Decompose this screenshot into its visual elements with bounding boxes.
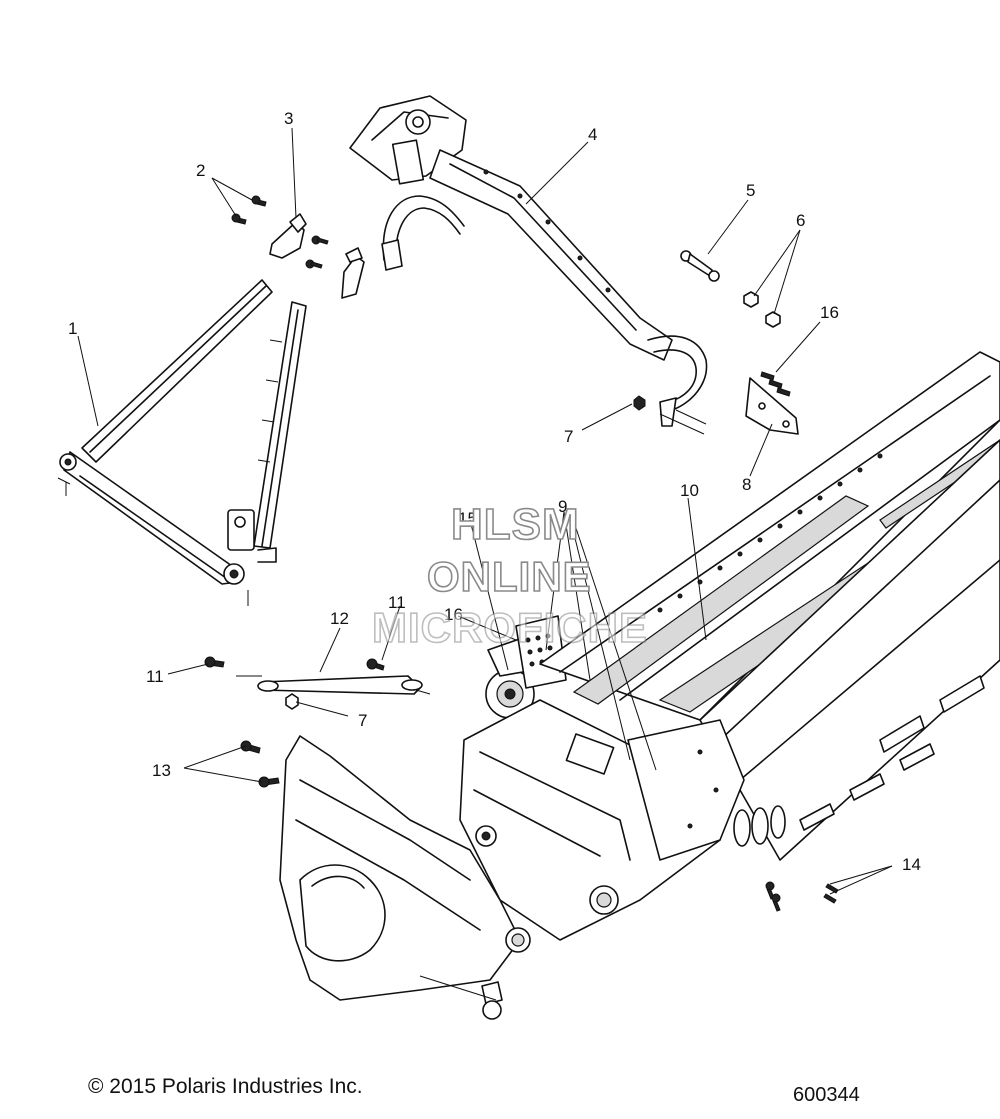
callout-4: 4 <box>588 125 597 144</box>
part-5-link <box>680 250 720 282</box>
callout-1: 1 <box>68 319 77 338</box>
leader-lines <box>77 127 893 895</box>
callout-7-upper: 7 <box>564 427 573 446</box>
diagram-number: 600344 <box>793 1084 860 1106</box>
callout-11-left: 11 <box>146 667 164 686</box>
callout-6: 6 <box>796 211 805 230</box>
callout-2: 2 <box>196 161 205 180</box>
part-16-bolts-upper <box>760 371 791 397</box>
callout-3: 3 <box>284 109 293 128</box>
callout-9: 9 <box>558 497 567 516</box>
callout-16-upper: 16 <box>820 303 839 322</box>
callouts: 1 2 3 4 5 6 7 7 8 9 10 11 11 12 13 14 15… <box>68 109 921 874</box>
callout-7-lower: 7 <box>358 711 367 730</box>
callout-8: 8 <box>742 475 751 494</box>
part-12-link-rod <box>236 675 431 695</box>
watermark-line-2: ONLINE <box>426 552 592 601</box>
watermark-line-3: MICROFICHE <box>371 603 648 652</box>
part-7-nut-upper <box>633 395 646 411</box>
part-4-steering-loop <box>349 95 708 435</box>
callout-13: 13 <box>152 761 171 780</box>
callout-10: 10 <box>680 481 699 500</box>
watermark-line-1: HLSM <box>450 499 580 550</box>
copyright-notice: © 2015 Polaris Industries Inc. <box>88 1075 363 1098</box>
callout-15: 15 <box>458 509 477 528</box>
callout-16-lower: 16 <box>444 605 463 624</box>
bulkhead-frame <box>279 699 745 1020</box>
part-11-bolts <box>204 656 385 671</box>
part-13-bolts <box>240 740 280 788</box>
part-8-plate <box>745 377 799 435</box>
part-6-nuts <box>743 291 781 328</box>
part-7-nut-lower <box>285 693 299 710</box>
part-3-brackets <box>269 213 365 299</box>
part-10-tunnel <box>539 351 1000 861</box>
callout-14: 14 <box>902 855 921 874</box>
part-14-bolts <box>765 881 839 912</box>
callout-5: 5 <box>746 181 755 200</box>
part-2-bolts <box>231 195 267 225</box>
callout-11-right: 11 <box>388 593 406 612</box>
callout-12: 12 <box>330 609 349 628</box>
part-1-front-struts <box>57 279 307 606</box>
